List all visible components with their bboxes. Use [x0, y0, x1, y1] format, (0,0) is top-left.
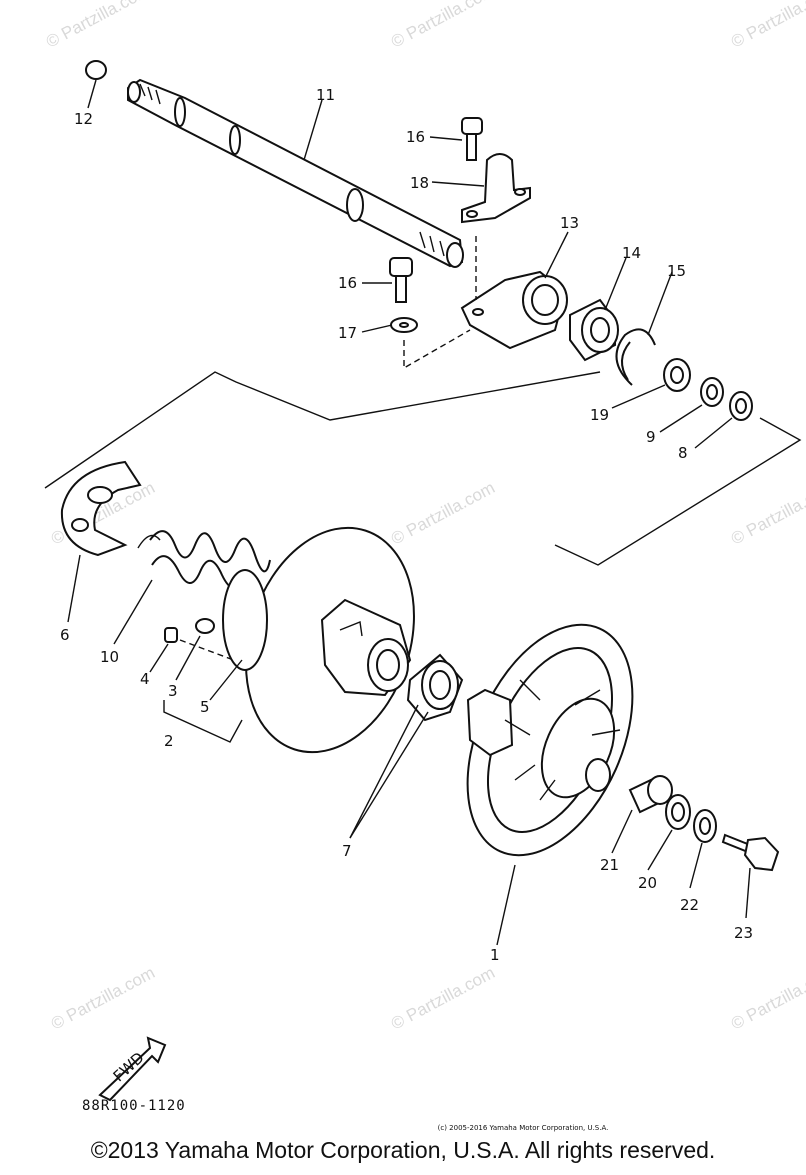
part-1-fixed-sheave[interactable]: [435, 599, 666, 880]
part-21-collar[interactable]: [628, 775, 673, 814]
watermark-9: © Partzilla.com: [728, 963, 806, 1034]
pin-alignment-line: [179, 639, 256, 669]
part-12-cap[interactable]: [85, 60, 107, 80]
watermark-5: © Partzilla.com: [388, 478, 498, 549]
part-17-washer[interactable]: [390, 317, 418, 333]
watermark-2: © Partzilla.com: [388, 0, 498, 52]
callout-5[interactable]: 5: [200, 698, 210, 716]
part-22-washer[interactable]: [693, 809, 717, 843]
callout-18[interactable]: 18: [410, 174, 429, 192]
part-13-bearing-housing[interactable]: [460, 270, 568, 350]
fwd-arrow-icon: FWD: [98, 1036, 167, 1102]
part-11-shaft[interactable]: [127, 78, 464, 268]
callout-17[interactable]: 17: [338, 324, 357, 342]
part-16-bolt-upper[interactable]: [461, 117, 483, 161]
callout-7[interactable]: 7: [342, 842, 352, 860]
part-16-bolt-lower[interactable]: [389, 257, 413, 303]
callout-16-lower[interactable]: 16: [338, 274, 357, 292]
callout-16-upper[interactable]: 16: [406, 128, 425, 146]
callout-15[interactable]: 15: [667, 262, 686, 280]
callouts: 12 11 16 18 13 14 15 16 17 19 9 8 6 10 4…: [60, 86, 753, 964]
callout-13[interactable]: 13: [560, 214, 579, 232]
part-6-cam[interactable]: [60, 460, 142, 557]
callout-23[interactable]: 23: [734, 924, 753, 942]
callout-2[interactable]: 2: [164, 732, 174, 750]
small-copyright: (c) 2005-2016 Yamaha Motor Corporation, …: [437, 1124, 609, 1132]
part-4-bolt[interactable]: [164, 627, 178, 643]
part-8-washer[interactable]: [729, 391, 753, 421]
callout-8[interactable]: 8: [678, 444, 688, 462]
callout-3[interactable]: 3: [168, 682, 178, 700]
leader-lines: [67, 79, 751, 946]
part-9-washer[interactable]: [700, 377, 724, 407]
callout-10[interactable]: 10: [100, 648, 119, 666]
callout-6[interactable]: 6: [60, 626, 70, 644]
watermark-6: © Partzilla.com: [728, 478, 806, 549]
part-19-washer[interactable]: [663, 358, 691, 392]
diagram-code: 88R100-1120: [82, 1098, 186, 1114]
callout-19[interactable]: 19: [590, 406, 609, 424]
callout-11[interactable]: 11: [316, 86, 335, 104]
callout-1[interactable]: 1: [490, 946, 500, 964]
watermark-7: © Partzilla.com: [48, 963, 158, 1034]
watermark-3: © Partzilla.com: [728, 0, 806, 52]
part-23-bolt[interactable]: [721, 833, 780, 872]
part-20-washer[interactable]: [665, 794, 691, 830]
callout-9[interactable]: 9: [646, 428, 656, 446]
callout-22[interactable]: 22: [680, 896, 699, 914]
watermarks: © Partzilla.com © Partzilla.com © Partzi…: [43, 0, 806, 1034]
part-2-sheave-assembly[interactable]: [218, 506, 441, 774]
callout-21[interactable]: 21: [600, 856, 619, 874]
callout-14[interactable]: 14: [622, 244, 641, 262]
part-7-bushing[interactable]: [406, 653, 464, 722]
part-18-bracket[interactable]: [461, 153, 531, 224]
alignment-lines: [403, 236, 477, 370]
callout-4[interactable]: 4: [140, 670, 150, 688]
callout-20[interactable]: 20: [638, 874, 657, 892]
part-3-pin[interactable]: [195, 618, 215, 634]
watermark-1: © Partzilla.com: [43, 0, 153, 52]
callout-12[interactable]: 12: [74, 110, 93, 128]
watermark-8: © Partzilla.com: [388, 963, 498, 1034]
assembly-boundary: [44, 371, 802, 566]
copyright-footer: ©2013 Yamaha Motor Corporation, U.S.A. A…: [90, 1137, 716, 1163]
part-15-circlip[interactable]: [615, 328, 656, 386]
part-14-bearing[interactable]: [569, 298, 619, 362]
